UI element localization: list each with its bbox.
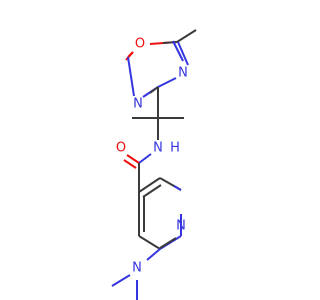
atom-label-dimethylamino-n: N (132, 261, 142, 276)
molecule-structure: O N N N H O N N (111, 29, 197, 300)
bond-o1-n2-n-half (127, 56, 135, 97)
bond-c6-c5 (159, 237, 177, 249)
bond-pyc3-c2 (138, 177, 161, 193)
atom-label-oxadiazole-n4: N (178, 66, 188, 81)
atom-label-pyridine-n: N (176, 219, 186, 234)
atom-label-oxadiazole-n2: N (133, 97, 143, 112)
bond-o1-n2 (127, 51, 134, 58)
bond-carbonyl-o (126, 154, 140, 164)
atom-label-amide-n: N (153, 141, 163, 156)
bond-n4-c5 (177, 41, 189, 66)
atom-label-oxadiazole-o: O (135, 37, 145, 52)
bond-layer (111, 29, 197, 300)
bond-nh-carbonyl (138, 153, 152, 164)
bond-c2-n1 (173, 185, 182, 191)
atom-label-carbonyl-o: O (116, 141, 126, 156)
bond-c3-n4 (157, 77, 177, 88)
bond-pyc3-c2-inner (142, 184, 162, 198)
bond-c6-nme2 (146, 248, 161, 261)
atom-label-amide-h: H (170, 141, 180, 156)
bond-nme2-methyl-left (111, 274, 131, 287)
molecule-canvas: O N N N H O N N (111, 29, 197, 300)
bond-c5-c4 (138, 235, 161, 250)
bond-n4-c5-double (172, 40, 184, 62)
bond-carbonyl-o-double (123, 159, 137, 169)
bond-methyl-c5 (176, 29, 197, 43)
atom-label-layer: O N N N H O N N (116, 37, 188, 276)
bond-n2-c3-c-half (149, 86, 159, 94)
